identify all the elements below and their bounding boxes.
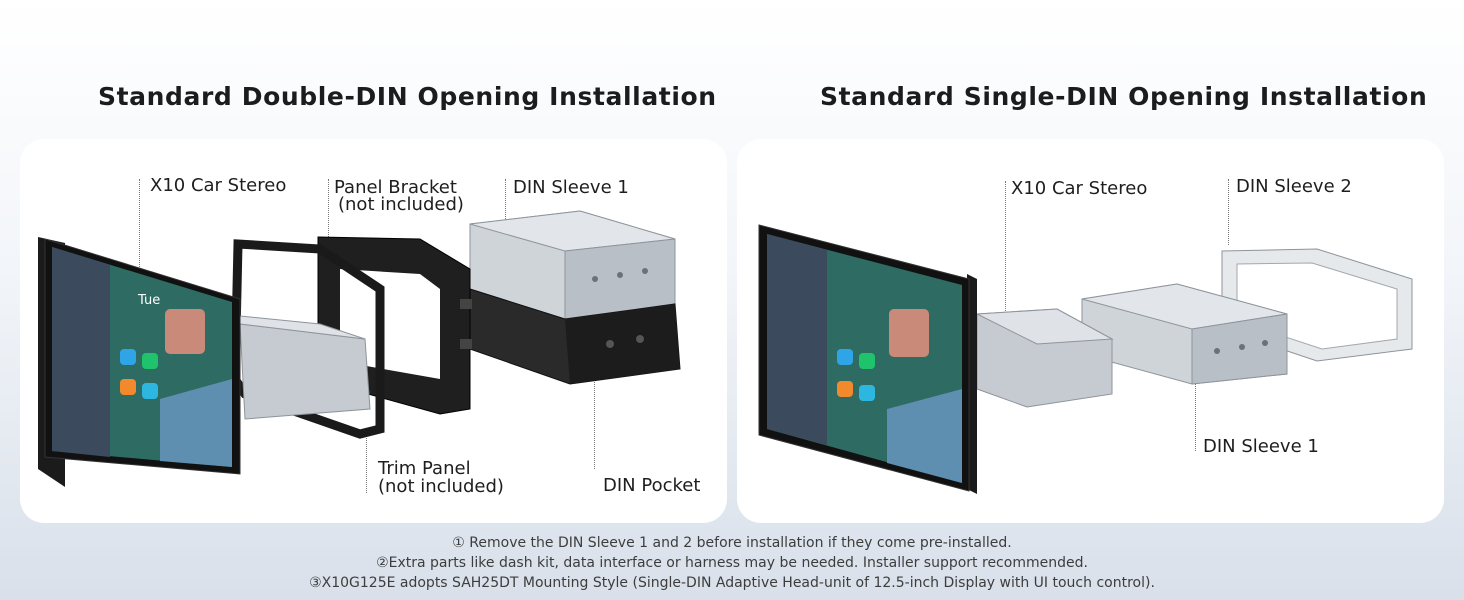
din-sleeve-1-part [469, 210, 676, 320]
leader-bracket [328, 179, 329, 237]
single-din-panel: X10 Car Stereo DIN Sleeve 2 DIN Sleeve 1 [737, 139, 1444, 523]
x10-stereo-screen-part [38, 237, 241, 487]
label-trim: Trim Panel [378, 458, 471, 479]
leader-sleeve1-2 [1195, 351, 1196, 451]
label-sleeve1-2: DIN Sleeve 1 [1203, 436, 1319, 457]
leader-sleeve2 [1228, 179, 1229, 245]
label-sleeve2: DIN Sleeve 2 [1236, 176, 1352, 197]
leader-pocket [594, 379, 595, 469]
leader-trim [366, 429, 367, 493]
label-sleeve1: DIN Sleeve 1 [513, 177, 629, 198]
stereo-chassis-part [219, 313, 371, 420]
note-2: ②Extra parts like dash kit, data interfa… [376, 555, 1088, 571]
label-stereo: X10 Car Stereo [150, 175, 287, 196]
label-bracket: Panel Bracket [334, 177, 457, 198]
double-din-panel: X10 Car Stereo Panel Bracket (not includ… [20, 139, 727, 523]
heading-double-din: Standard Double-DIN Opening Installation [98, 82, 717, 111]
leader-stereo [139, 179, 140, 269]
label-trim-note: (not included) [378, 476, 504, 497]
x10-stereo-screen-part-2 [758, 224, 977, 494]
stereo-chassis-part-2 [975, 308, 1114, 408]
leader-stereo-2 [1005, 181, 1006, 311]
leader-sleeve1 [505, 179, 506, 229]
label-stereo-2: X10 Car Stereo [1011, 178, 1148, 199]
note-3: ③X10G125E adopts SAH25DT Mounting Style … [309, 575, 1155, 591]
heading-single-din: Standard Single-DIN Opening Installation [820, 82, 1428, 111]
din-pocket-part [469, 288, 681, 385]
single-din-illustration [758, 224, 1413, 494]
din-sleeve-1-part-2 [1081, 283, 1288, 385]
note-1: ① Remove the DIN Sleeve 1 and 2 before i… [452, 535, 1012, 551]
double-din-illustration: Tue [38, 210, 681, 487]
screen-day-text: Tue [137, 293, 160, 308]
label-pocket: DIN Pocket [603, 475, 701, 496]
label-bracket-note: (not included) [338, 194, 464, 215]
installation-notes: ① Remove the DIN Sleeve 1 and 2 before i… [0, 533, 1464, 593]
